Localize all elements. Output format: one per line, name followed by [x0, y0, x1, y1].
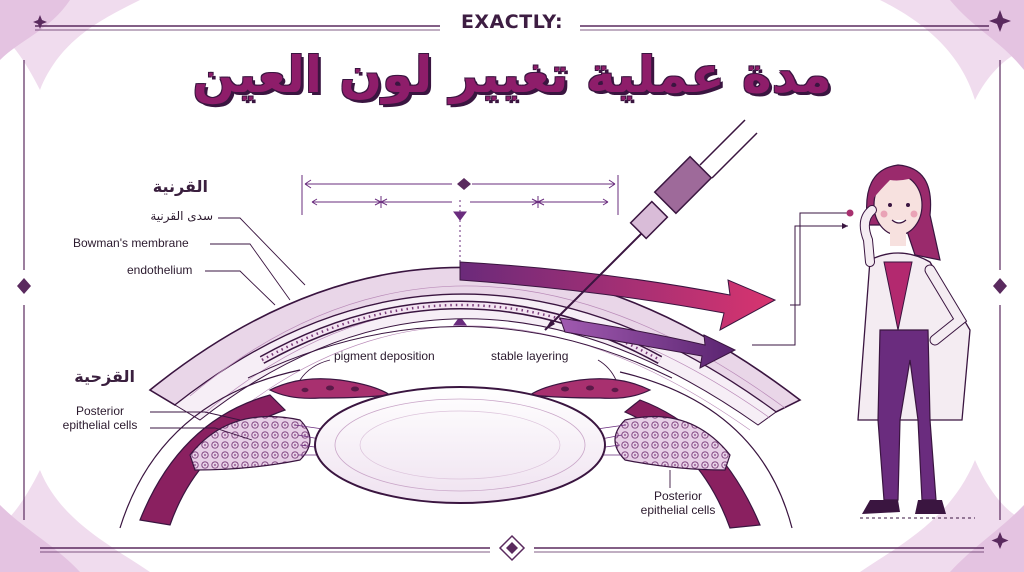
diamond-icon	[17, 178, 1007, 562]
endothelium-label: endothelium	[127, 263, 193, 277]
stable-layering-label: stable layering	[491, 349, 569, 363]
posterior-epithelial-label-right: Posterior epithelial cells	[640, 489, 716, 517]
page-title: مدة عملية تغيير لون العين	[192, 46, 832, 104]
corner-decoration-bottom-left	[0, 470, 150, 572]
corner-decoration-top-right	[880, 0, 1024, 100]
corneal-stroma-label: سدى القرنية	[150, 209, 213, 223]
pigment-deposition-label: pigment deposition	[334, 349, 435, 363]
needle-icon	[544, 119, 758, 331]
arrow-icon	[459, 209, 854, 369]
zonule-fibers	[294, 424, 626, 456]
iris-left	[268, 378, 392, 399]
crystalline-lens	[314, 386, 606, 504]
bowmans-membrane-label: Bowman's membrane	[73, 236, 189, 250]
cornea-heading: القرنية	[152, 177, 208, 196]
corner-decoration-bottom-right	[860, 460, 1024, 572]
iris-heading: القزحية	[74, 367, 135, 386]
top-label: EXACTLY:	[460, 11, 564, 33]
posterior-epithelial-label-left: Posterior epithelial cells	[62, 404, 138, 432]
iris-right	[528, 378, 652, 399]
sclera-outer-band	[119, 369, 793, 529]
snowflake-icon	[374, 196, 545, 208]
doctor-illustration	[857, 164, 975, 519]
label-leader-lines	[150, 217, 671, 488]
page-frame	[23, 25, 1001, 553]
sparkle-decoration	[33, 10, 1011, 549]
